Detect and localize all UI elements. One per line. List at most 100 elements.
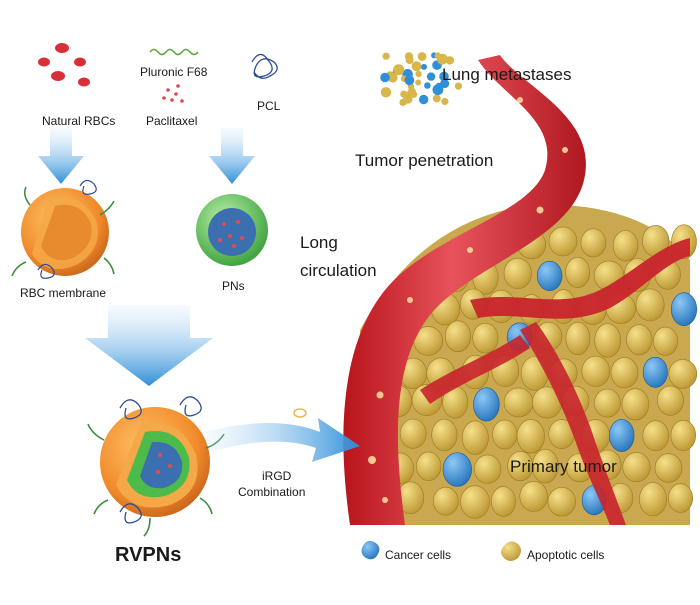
label-rvpns: RVPNs [115, 544, 182, 566]
cancer-cell [473, 387, 500, 422]
metastasis-apoptotic-cell [404, 52, 414, 61]
natural-rbcs-group [38, 43, 90, 87]
metastasis-cancer-cell [404, 75, 415, 86]
apoptotic-cell [635, 288, 665, 322]
vessel-particles [368, 97, 568, 503]
apoptotic-cell [547, 487, 576, 517]
apoptotic-cell [656, 385, 684, 416]
metastasis-cancer-cell [439, 71, 449, 82]
apoptotic-cell [516, 419, 545, 454]
metastasis-apoptotic-cell [415, 79, 422, 86]
apoptotic-cell [460, 485, 490, 519]
label-long: Long [300, 233, 338, 252]
metastasis-cancer-cell [432, 84, 444, 96]
label-primary-tumor: Primary tumor [510, 457, 617, 476]
rbc-membrane-vesicle [11, 179, 115, 279]
apoptotic-cell [565, 321, 591, 356]
apoptotic-cell [621, 388, 650, 421]
label-combination: Combination [238, 485, 306, 499]
label-rbc-membrane: RBC membrane [20, 286, 107, 300]
cancer-cell [608, 419, 635, 452]
arrow-to-rbc-membrane [38, 128, 84, 184]
label-circulation: circulation [300, 261, 377, 280]
apoptotic-cell [639, 482, 667, 517]
apoptotic-cell [472, 322, 499, 354]
cancer-cell [642, 356, 668, 388]
apoptotic-cell [654, 453, 683, 483]
rbc-dot [78, 77, 90, 87]
apoptotic-cell [565, 256, 591, 288]
apoptotic-cell [612, 230, 639, 262]
apoptotic-cell [492, 419, 518, 450]
metastasis-apoptotic-cell [415, 70, 422, 78]
paclitaxel-dots [162, 84, 184, 103]
metastasis-cancer-cell [421, 63, 427, 70]
metastasis-cancer-cell [426, 72, 436, 81]
apoptotic-cell [668, 359, 698, 389]
metastasis-apoptotic-cell [454, 82, 462, 90]
apoptotic-cell [444, 320, 472, 353]
rbc-dot [55, 43, 69, 53]
apoptotic-cell [461, 420, 489, 455]
branch-vessel-lower [520, 322, 626, 525]
apoptotic-cell [432, 486, 459, 516]
label-tumor-penetration: Tumor penetration [355, 151, 494, 170]
metastasis-apoptotic-cell [380, 87, 392, 98]
branch-vessel-left [420, 335, 530, 404]
main-vessel [343, 55, 586, 525]
pluronic-squiggle [149, 48, 199, 56]
label-irgd: iRGD [262, 469, 292, 483]
metastasis-apoptotic-cell [434, 52, 442, 59]
cancer-cell [670, 292, 697, 327]
apoptotic-cell [503, 387, 534, 418]
apoptotic-cell [626, 324, 653, 356]
apoptotic-cell [670, 419, 696, 451]
pcl-tangle [251, 53, 278, 79]
metastasis-apoptotic-cell [441, 97, 449, 106]
metastasis-cancer-cell [380, 72, 390, 83]
label-paclitaxel: Paclitaxel [146, 114, 198, 128]
apoptotic-cell [431, 418, 458, 452]
apoptotic-cell [519, 480, 548, 512]
rvpns-particle [87, 396, 225, 537]
legend-cancer-cell-icon [361, 540, 380, 560]
apoptotic-cell [580, 228, 607, 258]
metastasis-apoptotic-cell [417, 52, 427, 61]
label-pcl: PCL [257, 99, 281, 113]
label-pns: PNs [222, 279, 245, 293]
label-natural-rbcs: Natural RBCs [42, 114, 116, 128]
metastasis-apoptotic-cell [444, 56, 452, 63]
apoptotic-cell [490, 486, 516, 517]
metastasis-apoptotic-cell [382, 52, 390, 60]
lung-metastases-cluster [380, 52, 462, 106]
legend-cancer-cells: Cancer cells [385, 548, 452, 562]
apoptotic-cell [548, 226, 578, 257]
apoptotic-cell [581, 355, 611, 387]
apoptotic-cell [474, 454, 502, 484]
metastasis-apoptotic-cell [410, 91, 418, 98]
label-pluronic: Pluronic F68 [140, 65, 208, 79]
apoptotic-cell [622, 452, 651, 483]
legend-apoptotic-cell-icon [501, 541, 521, 561]
metastasis-cancer-cell [424, 82, 431, 89]
arrow-to-vessel [205, 418, 360, 462]
apoptotic-cell [531, 448, 559, 484]
apoptotic-cell [416, 451, 442, 481]
apoptotic-cell [642, 420, 670, 452]
apoptotic-cell [610, 357, 639, 389]
apoptotic-cell [503, 257, 532, 289]
pns-sphere [196, 194, 268, 266]
arrow-to-rvpns [85, 305, 213, 386]
apoptotic-cell [652, 326, 678, 356]
apoptotic-cell [594, 323, 622, 358]
cancer-cell [442, 452, 472, 487]
cancer-cell [536, 260, 563, 291]
rbc-dot [38, 57, 50, 67]
rbc-dot [74, 57, 86, 67]
apoptotic-cell [667, 483, 693, 513]
branch-vessel-upper [470, 238, 690, 319]
rbc-dot [51, 71, 65, 81]
metastasis-apoptotic-cell [393, 64, 405, 76]
